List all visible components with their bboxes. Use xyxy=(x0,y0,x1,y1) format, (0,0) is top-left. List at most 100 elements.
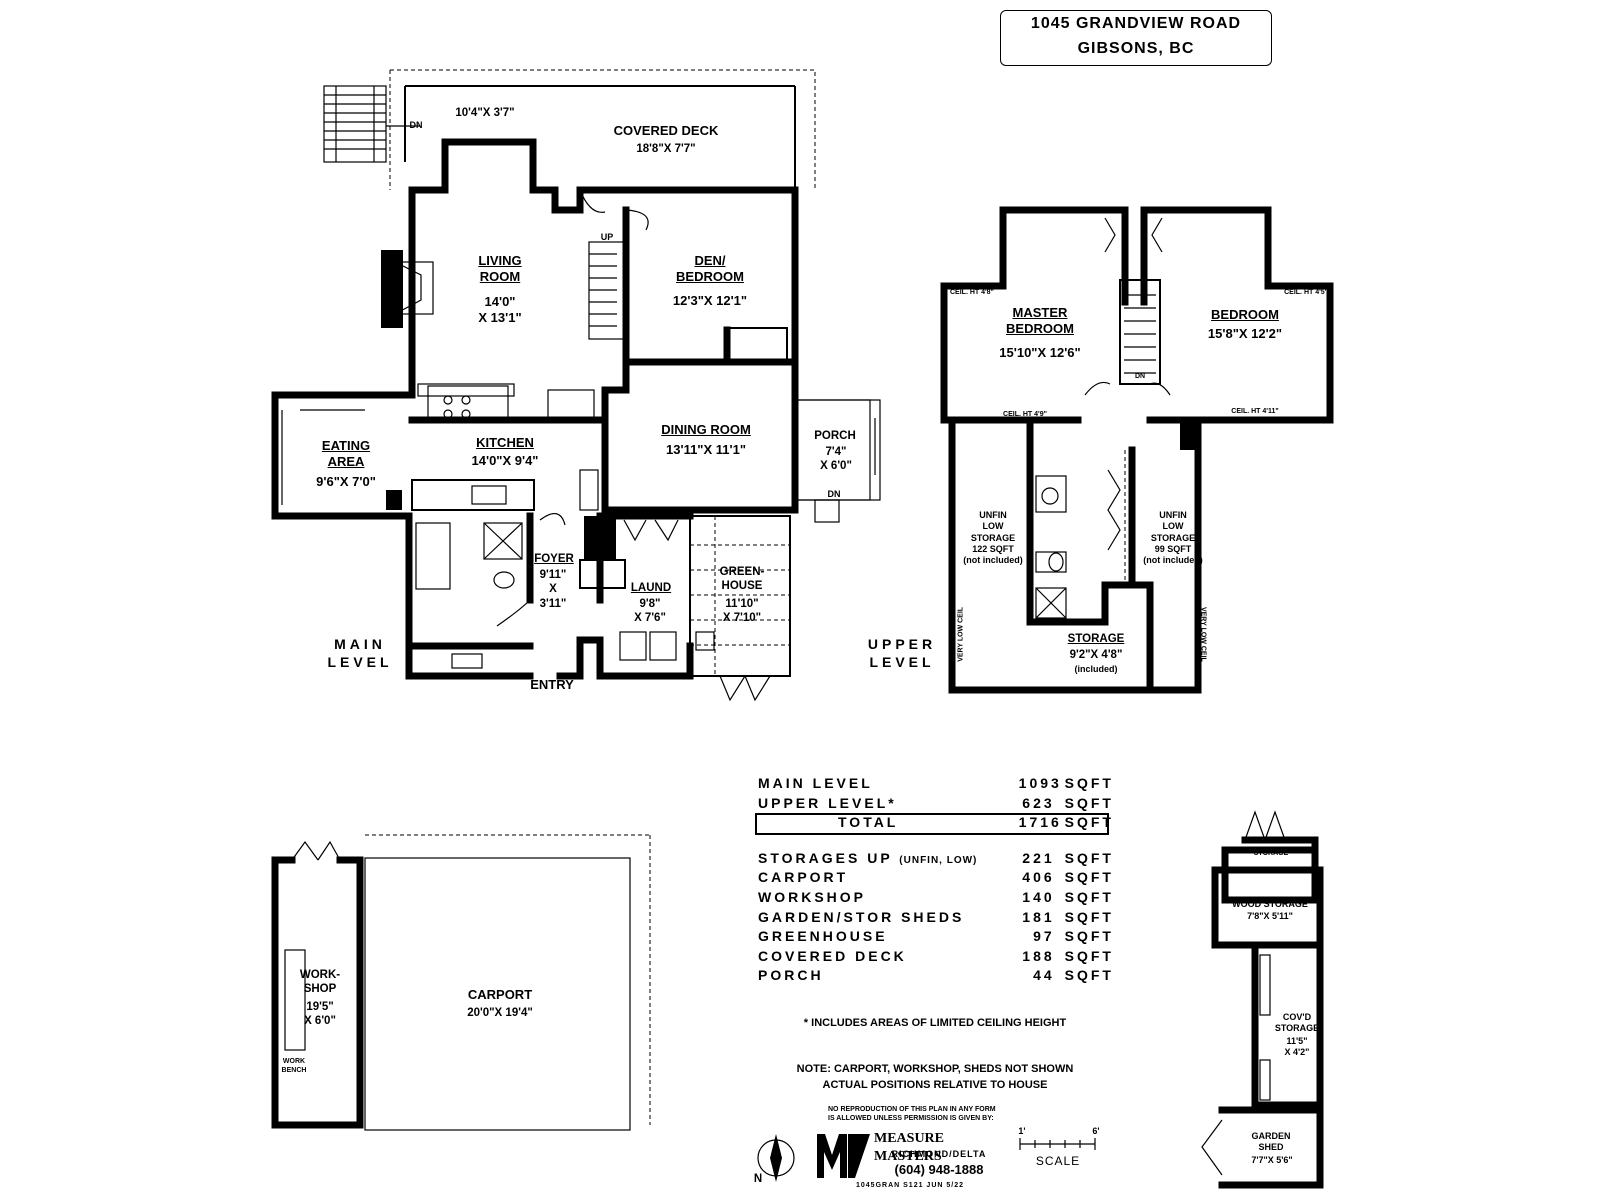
area-row-sheds: GARDEN/STOR SHEDS 181 SQFT xyxy=(758,908,1114,928)
porch-down-label: DN xyxy=(827,489,841,499)
upper-level-label: UPPER LEVEL xyxy=(867,636,937,670)
area-value: 97 xyxy=(1033,928,1055,945)
eating-area-dimension: 9'6"X 7'0" xyxy=(316,474,376,489)
compass-graphic xyxy=(757,1134,795,1182)
very-low-ceiling-right: VERY LOW CEIL xyxy=(1199,606,1207,662)
covd-storage-dimension: 11'5" X 4'2" xyxy=(1284,1036,1310,1058)
porch-label: PORCH xyxy=(814,430,856,442)
scale-start-label: 1' xyxy=(1018,1126,1026,1136)
address-line2: GIBSONS, BC xyxy=(1077,40,1195,57)
master-bedroom-label: MASTER BEDROOM xyxy=(1006,305,1074,337)
den-bedroom-label: DEN/ BEDROOM xyxy=(676,253,744,285)
positions-note: NOTE: CARPORT, WORKSHOP, SHEDS NOT SHOWN… xyxy=(796,1063,1074,1091)
carport-dimension: 20'0"X 19'4" xyxy=(467,1007,533,1019)
ceiling-height-note: * INCLUDES AREAS OF LIMITED CEILING HEIG… xyxy=(803,1017,1067,1029)
bedroom-label: BEDROOM xyxy=(1211,307,1279,322)
address-box: 1045 GRANDVIEW ROAD GIBSONS, BC xyxy=(1000,10,1272,66)
scale-bar xyxy=(1019,1138,1096,1150)
area-label: WORKSHOP xyxy=(758,888,866,905)
area-unit: SQFT xyxy=(1064,869,1114,886)
greenhouse-label: GREEN- HOUSE xyxy=(719,566,765,593)
compass-north-label: N xyxy=(753,1173,763,1185)
very-low-ceiling-left: VERY LOW CEIL xyxy=(957,606,965,662)
covd-storage-label: COV'D STORAGE xyxy=(1274,1012,1320,1034)
area-unit: SQFT xyxy=(1064,947,1114,964)
file-code: 1045GRAN S121 JUN 5/22 xyxy=(856,1182,964,1189)
company-name: MEASURE MASTERS xyxy=(874,1131,945,1164)
workshop-label: WORK- SHOP xyxy=(299,969,341,996)
area-unit: SQFT xyxy=(1064,794,1114,811)
ceiling-height-top-right: CEIL. HT 4'5" xyxy=(1284,289,1328,296)
address-line1: 1045 GRANDVIEW ROAD xyxy=(1030,15,1242,32)
area-label: STORAGES UP xyxy=(758,849,893,866)
garden-shed-label: GARDEN SHED xyxy=(1251,1131,1291,1153)
stairs-up-label: UP xyxy=(600,232,614,242)
dining-room-label: DINING ROOM xyxy=(661,422,751,437)
eating-area-label: EATING AREA xyxy=(321,438,371,470)
dining-room-dimension: 13'11"X 11'1" xyxy=(666,442,746,457)
ceiling-height-top-left: CEIL. HT 4'8" xyxy=(950,289,994,296)
wood-storage-dimension: 7'8"X 5'11" xyxy=(1247,911,1293,921)
living-room-dimension: 14'0" X 13'1" xyxy=(478,294,522,326)
area-unit: SQFT xyxy=(1064,908,1114,925)
measure-masters-logo xyxy=(817,1134,870,1178)
main-level-walls xyxy=(271,69,881,702)
kitchen-dimension: 14'0"X 9'4" xyxy=(471,453,539,468)
deck-down-label: DN xyxy=(409,120,423,130)
foyer-label: FOYER xyxy=(534,553,574,565)
upper-storage-dimension: 9'2"X 4'8" xyxy=(1069,649,1123,661)
area-label: GARDEN/STOR SHEDS xyxy=(758,908,965,925)
area-value: 1093 xyxy=(1018,775,1062,791)
area-unit: SQFT xyxy=(1064,967,1114,984)
ceiling-height-bottom-right: CEIL. HT 4'11" xyxy=(1231,408,1279,415)
den-bedroom-dimension: 12'3"X 12'1" xyxy=(672,293,748,308)
upper-level-walls xyxy=(940,206,1334,694)
area-unit: SQFT xyxy=(1064,775,1114,791)
outbuildings-walls xyxy=(271,810,1324,1189)
area-row-porch: PORCH 44 SQFT xyxy=(758,966,1114,986)
total-row-box xyxy=(755,813,1109,835)
garden-shed-dimension: 7'7"X 5'6" xyxy=(1251,1155,1293,1165)
unfin-storage-right-label: UNFIN LOW STORAGE 99 SQFT (not included) xyxy=(1143,510,1203,565)
upper-storage-label: STORAGE xyxy=(1067,633,1125,645)
upper-storage-note: (included) xyxy=(1074,664,1118,674)
deck-stairs-dimension: 10'4"X 3'7" xyxy=(455,107,515,119)
covered-deck-label: COVERED DECK xyxy=(613,123,719,138)
area-unit: SQFT xyxy=(1064,888,1114,905)
ceiling-height-bottom-left: CEIL. HT 4'9" xyxy=(1003,411,1047,418)
carport-label: CARPORT xyxy=(467,987,533,1002)
company-phone: (604) 948-1888 xyxy=(894,1162,984,1177)
stairs-down-label: DN xyxy=(1134,373,1146,380)
area-value: 623 xyxy=(1022,794,1055,811)
area-value: 140 xyxy=(1022,888,1055,905)
area-row-upper-level: UPPER LEVEL* 623 SQFT xyxy=(758,794,1114,814)
area-label: PORCH xyxy=(758,967,824,984)
kitchen-label: KITCHEN xyxy=(476,435,534,450)
main-level-label: MAIN LEVEL xyxy=(327,636,393,670)
small-storage-label: STORAGE xyxy=(1253,850,1289,857)
area-label: TOTAL xyxy=(838,814,899,831)
area-value: 44 xyxy=(1033,967,1055,984)
entry-label: ENTRY xyxy=(530,677,574,692)
area-label: COVERED DECK xyxy=(758,947,907,964)
master-bedroom-dimension: 15'10"X 12'6" xyxy=(999,345,1081,360)
area-label: GREENHOUSE xyxy=(758,928,888,945)
area-unit: SQFT xyxy=(1064,928,1114,945)
unfin-storage-left-label: UNFIN LOW STORAGE 122 SQFT (not included… xyxy=(963,510,1023,565)
bedroom-dimension: 15'8"X 12'2" xyxy=(1207,326,1283,341)
area-value: 181 xyxy=(1022,908,1055,925)
copyright-notice: NO REPRODUCTION OF THIS PLAN IN ANY FORM… xyxy=(828,1106,996,1122)
area-label: UPPER LEVEL* xyxy=(758,794,897,811)
area-value: 221 xyxy=(1022,849,1055,866)
area-row-workshop: WORKSHOP 140 SQFT xyxy=(758,888,1114,908)
work-bench-label: WORK BENCH xyxy=(281,1058,307,1074)
area-label: MAIN LEVEL xyxy=(758,775,873,791)
area-label: CARPORT xyxy=(758,869,849,886)
